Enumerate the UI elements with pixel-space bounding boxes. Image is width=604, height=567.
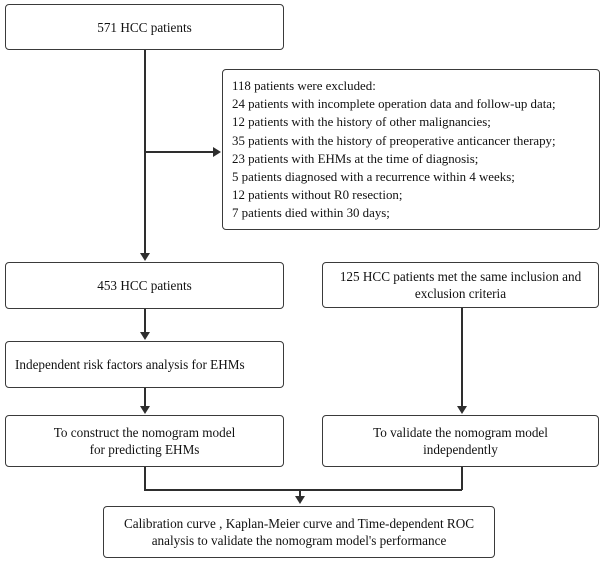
connector-merge-to-performance: [299, 489, 301, 497]
connector-validation-to-validate: [461, 308, 463, 406]
connector-total-to-exclusions: [144, 151, 214, 153]
connector-training-to-analysis: [144, 309, 146, 332]
node-risk-factor-analysis: Independent risk factors analysis for EH…: [5, 341, 284, 388]
node-cohort-validation: 125 HCC patients met the same inclusion …: [322, 262, 599, 308]
connector-validate-to-merge: [461, 467, 463, 490]
connector-analysis-to-construct: [144, 388, 146, 406]
arrowhead-total-to-exclusions: [213, 147, 221, 157]
node-risk-factor-analysis-label: Independent risk factors analysis for EH…: [15, 357, 245, 372]
node-exclusions: 118 patients were excluded: 24 patients …: [222, 69, 600, 230]
node-cohort-training: 453 HCC patients: [5, 262, 284, 309]
node-construct-model: To construct the nomogram model for pred…: [5, 415, 284, 467]
node-cohort-validation-label: 125 HCC patients met the same inclusion …: [339, 269, 582, 301]
arrowhead-analysis-to-construct: [140, 406, 150, 414]
arrowhead-training-to-analysis: [140, 332, 150, 340]
arrowhead-merge-to-performance: [295, 496, 305, 504]
node-cohort-total-label: 571 HCC patients: [97, 19, 192, 35]
node-exclusions-label: 118 patients were excluded: 24 patients …: [232, 79, 556, 221]
node-cohort-training-label: 453 HCC patients: [97, 278, 192, 293]
node-validate-model-label: To validate the nomogram model independe…: [373, 425, 548, 457]
connector-construct-to-merge: [144, 467, 146, 490]
node-cohort-total: 571 HCC patients: [5, 4, 284, 50]
arrowhead-total-to-training: [140, 253, 150, 261]
node-performance-validation: Calibration curve , Kaplan-Meier curve a…: [103, 506, 495, 558]
node-validate-model: To validate the nomogram model independe…: [322, 415, 599, 467]
node-construct-model-label: To construct the nomogram model for pred…: [53, 425, 236, 457]
connector-merge-bar: [144, 489, 462, 491]
node-performance-validation-label: Calibration curve , Kaplan-Meier curve a…: [123, 516, 475, 548]
arrowhead-validation-to-validate: [457, 406, 467, 414]
